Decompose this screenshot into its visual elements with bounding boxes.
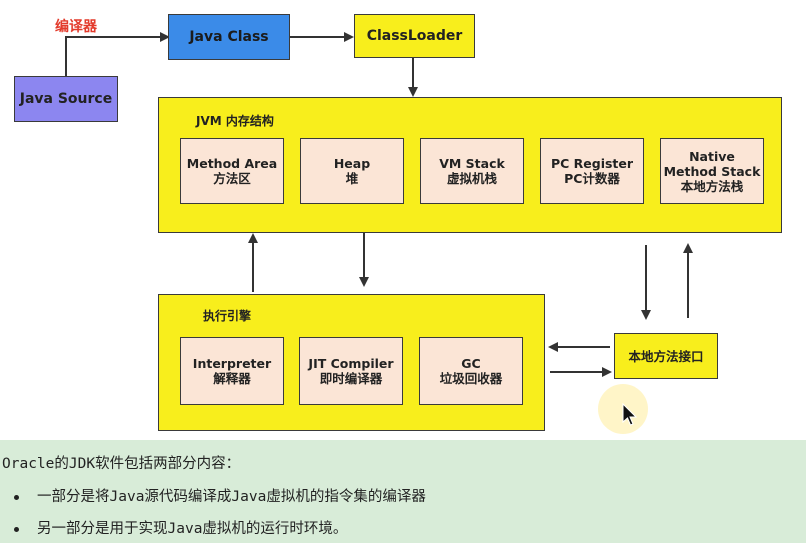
heap-cell: Heap 堆 [300,138,404,204]
native-method-stack-cell: Native Method Stack 本地方法栈 [660,138,764,204]
java-class-box: Java Class [168,14,290,60]
list-item: 另一部分是用于实现Java虚拟机的运行时环境。 [14,517,347,538]
gc-cell: GC 垃圾回收器 [419,337,523,405]
native-method-interface-box: 本地方法接口 [614,333,718,379]
arrow-source-to-class [65,32,170,76]
jvm-memory-structure-box: JVM 内存结构 Method Area 方法区 Heap 堆 VM Stack… [158,97,782,233]
jvm-memory-title: JVM 内存结构 [196,114,274,128]
compiler-label: 编译器 [55,19,97,35]
connector-arrows [65,32,693,377]
classloader-box: ClassLoader [354,14,475,58]
jit-compiler-cell: JIT Compiler 即时编译器 [299,337,403,405]
bullet-icon [14,494,19,500]
vm-stack-cell: VM Stack 虚拟机栈 [420,138,524,204]
jvm-architecture-diagram: 编译器 Java Source Java Class ClassLoader J… [0,0,806,440]
java-source-box: Java Source [14,76,118,122]
method-area-cell: Method Area 方法区 [180,138,284,204]
notes-intro: Oracle的JDK软件包括两部分内容： [2,456,241,472]
interpreter-cell: Interpreter 解释器 [180,337,284,405]
execution-engine-title: 执行引擎 [203,309,252,323]
bullet-icon [14,526,19,532]
execution-engine-box: 执行引擎 Interpreter 解释器 JIT Compiler 即时编译器 … [158,294,545,431]
pc-register-cell: PC Register PC计数器 [540,138,644,204]
list-item: 一部分是将Java源代码编译成Java虚拟机的指令集的编译器 [14,485,426,506]
mouse-pointer-icon [622,403,638,426]
